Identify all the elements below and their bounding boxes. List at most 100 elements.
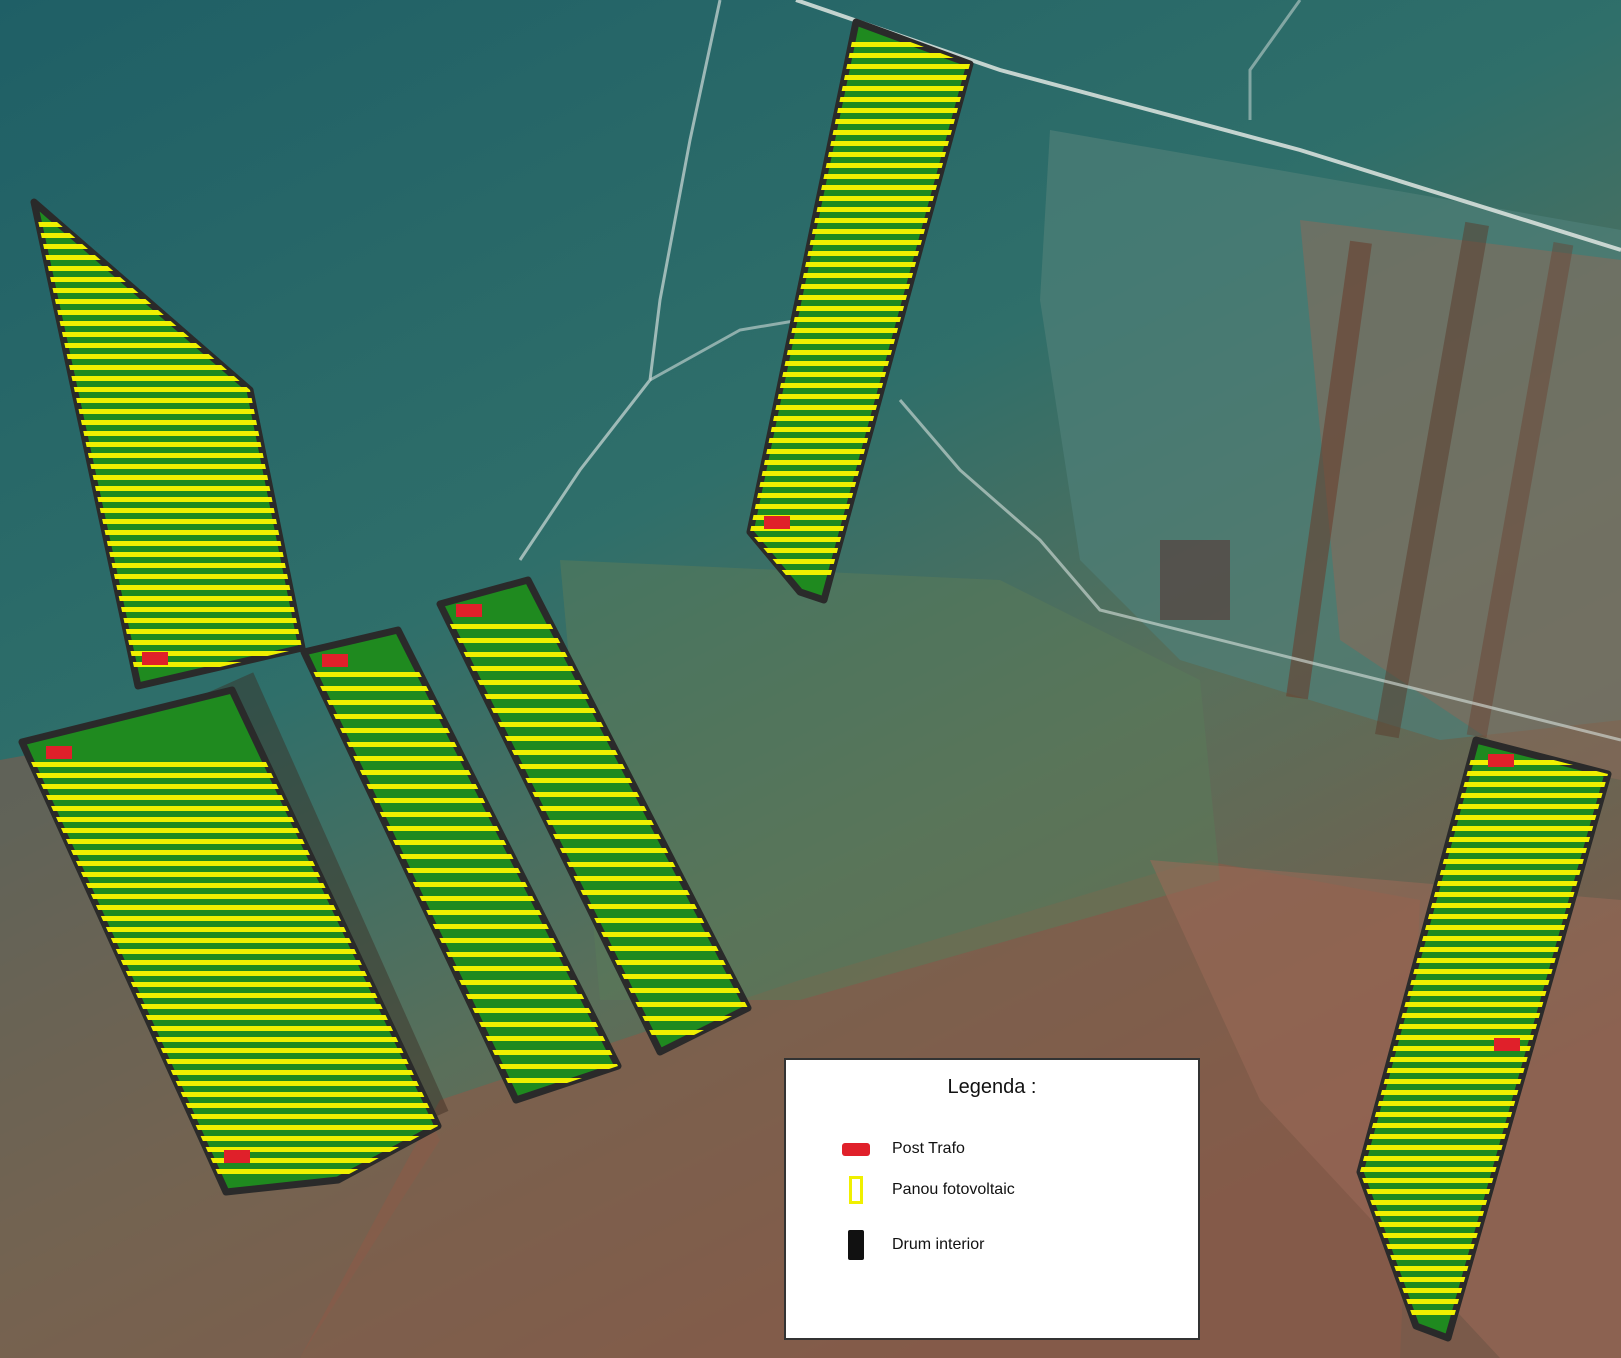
panel-row: [1360, 1068, 1608, 1073]
panel-row: [1360, 760, 1608, 765]
panel-row: [1360, 1112, 1608, 1117]
panel-row: [34, 629, 302, 634]
panel-row: [22, 795, 438, 800]
panel-row: [34, 508, 302, 513]
post-trafo-marker: [764, 516, 790, 529]
panel-row: [440, 904, 748, 909]
panel-row: [1360, 793, 1608, 798]
panel-row: [1360, 1123, 1608, 1128]
panel-row: [1360, 947, 1608, 952]
panel-row: [750, 262, 970, 267]
solar-field: [300, 626, 622, 1104]
panel-row: [440, 848, 748, 853]
panel-row: [22, 872, 438, 877]
panel-row: [304, 966, 618, 971]
legend-item-solar-panel: Panou fotovoltaic: [842, 1176, 1015, 1204]
field-plot: [1300, 220, 1621, 780]
panel-row: [750, 339, 970, 344]
field-strip: [1466, 242, 1574, 738]
panel-row: [1360, 936, 1608, 941]
panel-row: [304, 924, 618, 929]
panel-row: [1360, 969, 1608, 974]
panel-row: [22, 806, 438, 811]
panel-row: [750, 119, 970, 124]
interior-road-icon: [848, 1230, 864, 1260]
panel-row: [1360, 1013, 1608, 1018]
panel-row: [1360, 815, 1608, 820]
solar-field: [746, 18, 974, 604]
panel-row: [750, 361, 970, 366]
panel-row: [22, 993, 438, 998]
map-legend: Legenda : Post Trafo Panou fotovoltaic D…: [784, 1058, 1200, 1340]
panel-row: [22, 1114, 438, 1119]
panel-row: [34, 596, 302, 601]
panel-row: [22, 839, 438, 844]
panel-row: [1360, 870, 1608, 875]
panel-row: [1360, 1134, 1608, 1139]
panel-row: [1360, 1200, 1608, 1205]
panel-row: [22, 1048, 438, 1053]
panel-row: [750, 405, 970, 410]
panel-row: [22, 1037, 438, 1042]
panel-row: [34, 321, 302, 326]
panel-row: [1360, 925, 1608, 930]
panel-row: [22, 1081, 438, 1086]
panel-row: [440, 806, 748, 811]
panel-row: [304, 826, 618, 831]
panel-row: [440, 708, 748, 713]
panel-row: [1360, 837, 1608, 842]
panel-row: [440, 834, 748, 839]
legend-label: Panou fotovoltaic: [892, 1181, 1015, 1198]
panel-rows: [22, 762, 438, 1174]
panel-row: [750, 42, 970, 47]
panel-row: [750, 416, 970, 421]
panel-row: [440, 764, 748, 769]
panel-row: [1360, 1057, 1608, 1062]
panel-row: [750, 460, 970, 465]
post-trafo-marker: [1494, 1038, 1520, 1051]
panel-row: [750, 218, 970, 223]
panel-row: [1360, 991, 1608, 996]
transformer-post-icon: [842, 1142, 870, 1156]
panel-row: [22, 1125, 438, 1130]
panel-row: [440, 792, 748, 797]
panel-row: [1360, 1167, 1608, 1172]
field-strip: [1286, 240, 1372, 700]
post-trafo-marker: [322, 654, 348, 667]
panel-row: [304, 812, 618, 817]
post-trafo-marker: [1488, 754, 1514, 767]
panel-row: [34, 343, 302, 348]
panel-row: [304, 882, 618, 887]
panel-row: [1360, 1024, 1608, 1029]
panel-row: [34, 552, 302, 557]
panel-row: [22, 1136, 438, 1141]
panel-row: [750, 207, 970, 212]
panel-row: [750, 53, 970, 58]
panel-row: [304, 952, 618, 957]
panel-row: [34, 530, 302, 535]
post-trafo-marker: [224, 1150, 250, 1163]
panel-row: [34, 563, 302, 568]
panel-row: [750, 372, 970, 377]
panel-row: [22, 938, 438, 943]
panel-row: [1360, 848, 1608, 853]
panel-row: [22, 1103, 438, 1108]
dark-patch: [1160, 540, 1230, 620]
panel-row: [34, 541, 302, 546]
panel-row: [1360, 1145, 1608, 1150]
post-trafo-marker: [456, 604, 482, 617]
panel-row: [750, 75, 970, 80]
panel-row: [34, 497, 302, 502]
panel-row: [750, 152, 970, 157]
dirt-road: [518, 0, 722, 561]
panel-row: [22, 883, 438, 888]
panel-row: [750, 394, 970, 399]
panel-row: [22, 982, 438, 987]
panel-row: [22, 1026, 438, 1031]
solar-panel-icon: [849, 1176, 863, 1204]
post-trafo-marker: [142, 652, 168, 665]
panel-row: [440, 820, 748, 825]
dirt-road: [1248, 0, 1302, 120]
legend-item-post-trafo: Post Trafo: [842, 1140, 965, 1158]
